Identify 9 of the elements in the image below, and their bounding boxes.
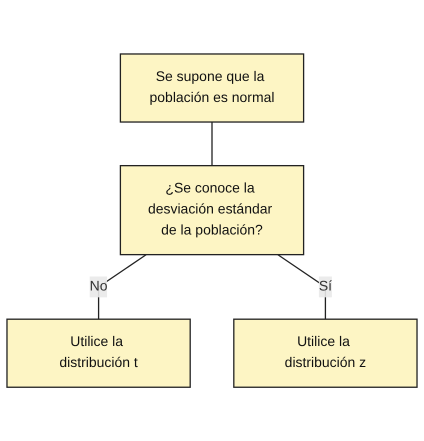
- node-box: Se supone que la población es normal: [120, 53, 304, 123]
- node-box: Utilice la distribución z: [233, 318, 418, 388]
- node-box: ¿Se conoce la desviación estándar de la población?: [120, 164, 304, 256]
- connector: [211, 122, 213, 166]
- node-box: Utilice la distribución t: [6, 318, 191, 388]
- edge-label: No: [90, 278, 108, 294]
- connector: [277, 254, 326, 320]
- connector: [98, 254, 147, 320]
- edge-label: Sí: [318, 278, 332, 294]
